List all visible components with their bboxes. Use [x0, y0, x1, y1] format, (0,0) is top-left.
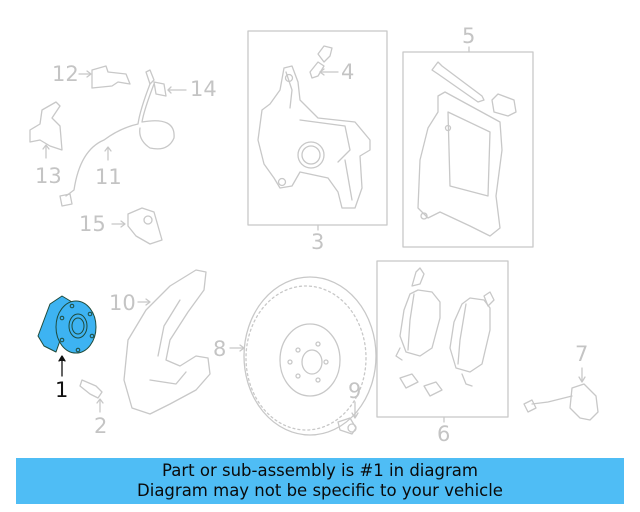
hose-bracket-drawing — [78, 65, 131, 89]
caliper-drawing — [257, 65, 371, 209]
hub-bearing-drawing — [37, 295, 97, 354]
callout-9[interactable]: 9 — [348, 379, 362, 403]
retaining-clip-drawing — [153, 81, 187, 97]
callout-7[interactable]: 7 — [575, 342, 589, 366]
hub-bolt-drawing — [79, 379, 104, 413]
wear-sensor-drawing — [523, 367, 599, 421]
callout-1[interactable]: 1 — [55, 378, 69, 402]
bracket-drawing — [29, 101, 63, 159]
info-banner: Part or sub-assembly is #1 in diagram Di… — [16, 458, 624, 504]
brake-pads-drawing — [395, 267, 495, 397]
caliper-bracket-drawing — [417, 61, 517, 237]
callout-14[interactable]: 14 — [190, 77, 217, 101]
callout-12[interactable]: 12 — [52, 62, 79, 86]
bleeder-screw-drawing — [309, 45, 339, 79]
callout-13[interactable]: 13 — [35, 164, 62, 188]
callout-6[interactable]: 6 — [437, 422, 451, 446]
brake-hose-drawing — [59, 69, 175, 207]
callout-11[interactable]: 11 — [95, 165, 122, 189]
banner-line-1: Part or sub-assembly is #1 in diagram — [162, 461, 478, 480]
callout-10[interactable]: 10 — [109, 291, 136, 315]
bracket-kit-box — [402, 51, 534, 248]
splash-shield-drawing — [123, 269, 211, 415]
callout-15[interactable]: 15 — [79, 212, 106, 236]
callout-8[interactable]: 8 — [213, 337, 227, 361]
callout-3[interactable]: 3 — [311, 230, 325, 254]
pad-set-box — [376, 260, 509, 418]
callout-2[interactable]: 2 — [94, 414, 108, 438]
banner-line-2: Diagram may not be specific to your vehi… — [137, 481, 503, 500]
caliper-box — [247, 30, 388, 226]
abs-sensor-drawing — [111, 207, 163, 245]
callout-4[interactable]: 4 — [341, 60, 355, 84]
callout-5[interactable]: 5 — [462, 24, 476, 48]
brake-rotor-drawing — [229, 276, 377, 436]
rotor-screw-drawing — [337, 401, 359, 435]
